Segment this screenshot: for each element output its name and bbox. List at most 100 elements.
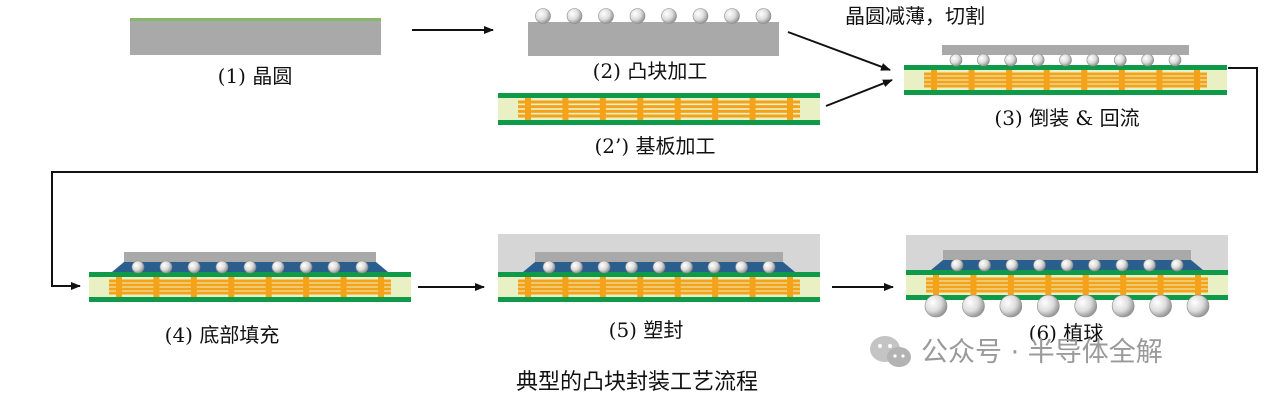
copper-via: [1118, 70, 1125, 90]
copper-via: [1045, 275, 1052, 295]
solder-bump: [724, 8, 740, 24]
arrow-3-to-4: [51, 67, 1258, 290]
solder-bump: [542, 260, 556, 274]
solder-bump: [977, 53, 990, 67]
bumped-wafer-graphic: [528, 8, 779, 56]
copper-via: [599, 277, 606, 297]
solder-bump: [271, 260, 285, 274]
copper-via: [970, 275, 977, 295]
solder-bump: [355, 260, 369, 274]
copper-via: [787, 98, 793, 120]
step-2p-label: (2’) 基板加工: [594, 134, 715, 158]
watermark-text: 公众号 · 半导体全解: [921, 337, 1163, 368]
solder-bump: [243, 260, 257, 274]
copper-trace: [926, 281, 1208, 285]
copper-trace: [109, 287, 391, 291]
molding-graphic: [498, 234, 820, 302]
solder-bump: [629, 8, 646, 24]
copper-trace: [924, 80, 1207, 84]
copper-trace: [518, 283, 800, 287]
copper-via: [599, 98, 606, 120]
copper-via: [525, 277, 531, 297]
solder-bump: [1033, 258, 1046, 272]
solder-bump: [299, 260, 313, 274]
solder-mask-top: [498, 272, 820, 277]
solder-mask-top: [498, 93, 820, 98]
solder-bump: [159, 260, 173, 274]
copper-via: [637, 98, 644, 120]
flip-chip-graphic: [904, 45, 1227, 95]
copper-via: [933, 275, 939, 295]
solder-bump: [1059, 53, 1072, 67]
solder-mask-bottom: [904, 90, 1227, 95]
arrow-2-to-3: [787, 31, 891, 71]
solder-bump: [1036, 294, 1060, 318]
solder-bump: [735, 260, 748, 274]
solder-bump: [215, 260, 229, 274]
ball-mount-graphic: [906, 235, 1228, 318]
step-4-label: (4) 底部填充: [165, 323, 280, 347]
copper-via: [190, 277, 197, 297]
solder-bump: [924, 294, 948, 318]
step-2-label: (2) 凸块加工: [593, 59, 708, 83]
solder-mask-top: [904, 65, 1227, 70]
copper-via: [525, 98, 531, 120]
solder-bump: [598, 8, 614, 24]
flipped-die: [535, 252, 783, 262]
solder-mask-bottom: [906, 295, 1228, 300]
solder-bump: [999, 294, 1023, 318]
copper-via: [931, 70, 937, 90]
substrate-core: [498, 93, 820, 125]
copper-trace: [926, 285, 1208, 289]
copper-trace: [926, 277, 1208, 281]
substrate-graphic: [498, 93, 820, 125]
thinning-dicing-annotation: 晶圆减薄，切割: [845, 4, 985, 28]
solder-bump: [1115, 258, 1129, 272]
copper-trace: [109, 279, 391, 283]
solder-bump: [1168, 53, 1182, 67]
solder-bump: [1088, 258, 1101, 272]
solder-bump: [327, 260, 341, 274]
flipped-die: [124, 252, 376, 262]
solder-bump: [962, 294, 985, 318]
copper-trace: [926, 289, 1208, 293]
copper-trace: [518, 100, 800, 104]
step-1-label: (1) 晶圆: [218, 64, 293, 88]
copper-via: [1194, 70, 1200, 90]
step-5-label: (5) 塑封: [609, 318, 684, 342]
solder-bump: [1004, 53, 1018, 67]
copper-via: [637, 277, 644, 297]
solder-bump: [1086, 53, 1100, 67]
solder-mask-bottom: [498, 120, 820, 125]
copper-via: [228, 277, 235, 297]
copper-via: [265, 277, 272, 297]
copper-trace: [518, 279, 800, 283]
solder-bump: [1111, 294, 1135, 318]
step-3-label: (3) 倒装 & 回流: [994, 106, 1139, 130]
copper-trace: [924, 76, 1207, 80]
solder-bump: [1149, 294, 1172, 318]
copper-via: [1082, 275, 1089, 295]
copper-via: [749, 277, 756, 297]
copper-via: [562, 98, 569, 120]
solder-bump: [661, 8, 677, 24]
copper-trace: [924, 84, 1207, 88]
wechat-icon: [870, 336, 911, 367]
solder-bump: [566, 8, 583, 24]
flipped-die: [942, 45, 1189, 55]
solder-mask-top: [906, 270, 1228, 275]
solder-bump: [1074, 294, 1098, 318]
copper-via: [1157, 275, 1164, 295]
solder-mask-top: [89, 272, 411, 277]
copper-trace: [518, 105, 800, 109]
copper-via: [674, 98, 681, 120]
copper-trace: [518, 287, 800, 291]
figure-caption: 典型的凸块封装工艺流程: [516, 370, 758, 395]
wafer-graphic: [130, 18, 381, 55]
step-6-label: (6) 植球: [1029, 321, 1104, 345]
solder-bump: [978, 258, 991, 272]
solder-bump: [950, 258, 964, 272]
arrow-2p-to-3: [825, 79, 893, 107]
wafer-bumps: [535, 8, 772, 24]
